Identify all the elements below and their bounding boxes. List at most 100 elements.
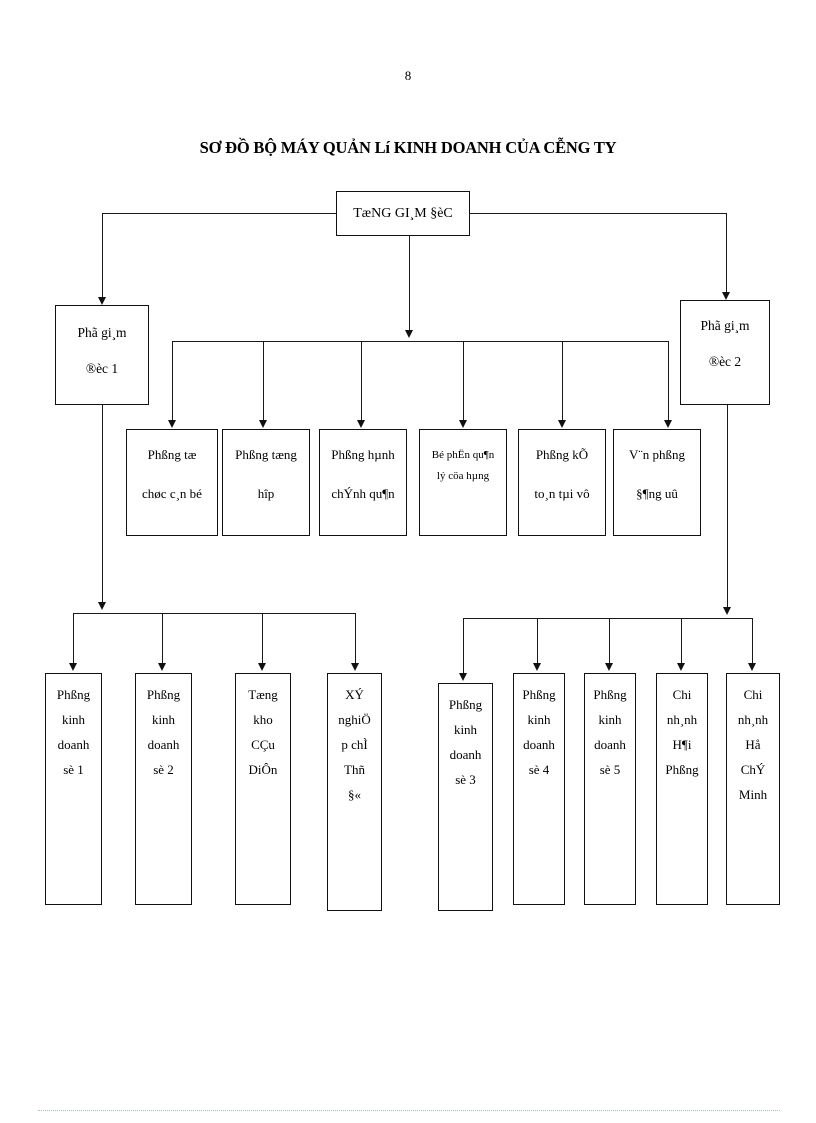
node-line: p chÌ: [341, 737, 368, 752]
node-pho-giam-doc-2[interactable]: Phã gi¸m ®èc 2: [680, 300, 770, 405]
node-bo-phan-quan-ly-cua-hang[interactable]: Bé phËn qu¶n lý cöa hµng: [419, 429, 507, 536]
department-bus: [172, 341, 669, 343]
edge-top-to-deputy2-horizontal: [469, 213, 727, 215]
node-line: Phßng: [593, 687, 627, 702]
units-right-bus: [463, 618, 752, 620]
node-label-group: Bé phËn qu¶n lý cöa hµng: [420, 450, 506, 492]
node-chi-nhanh-ho-chi-minh[interactable]: Chi nh¸nh Hå ChÝ Minh: [726, 673, 780, 905]
node-label-group: V¨n phßng §¶ng uû: [614, 448, 700, 500]
arrowhead-to-deputy1: [97, 297, 106, 305]
node-van-phong-dang-uy[interactable]: V¨n phßng §¶ng uû: [613, 429, 701, 536]
edge-deputy1-to-units-bus: [102, 405, 104, 605]
node-label-group: XÝ nghiÖ p chÌ Thñ §«: [328, 688, 381, 801]
node-label-group: Phßng kinh doanh sè 3: [439, 698, 492, 786]
node-label-group: Phßng tæng hîp: [223, 448, 309, 500]
node-phong-to-chuc-can-bo[interactable]: Phßng tæ chøc c¸n bé: [126, 429, 218, 536]
edge-bus-to-unit-r2: [537, 618, 539, 668]
node-phong-hanh-chinh-quan[interactable]: Phßng hµnh chÝnh qu¶n: [319, 429, 407, 536]
node-line: kho: [253, 712, 273, 727]
node-line: ChÝ: [740, 762, 766, 777]
node-line: Phßng hµnh: [331, 447, 395, 462]
node-label-group: TæNG GI¸M §èC: [337, 206, 469, 221]
node-label-group: Phßng kinh doanh sè 5: [585, 688, 635, 776]
arrowhead-to-dept5: [557, 420, 566, 428]
node-label-group: Phßng kinh doanh sè 4: [514, 688, 564, 776]
node-line: kinh: [527, 712, 551, 727]
node-line: kinh: [453, 722, 478, 737]
arrowhead-to-unit-l1: [68, 663, 77, 671]
arrowhead-to-dept4: [458, 420, 467, 428]
node-pho-giam-doc-1[interactable]: Phã gi¸m ®èc 1: [55, 305, 149, 405]
node-line: kinh: [151, 712, 176, 727]
edge-bus-to-unit-r4: [681, 618, 683, 668]
node-line: sè 3: [455, 772, 476, 787]
edge-bus-to-unit-r5: [752, 618, 754, 668]
node-line: ®èc 2: [708, 353, 742, 369]
node-line: Phßng tæ: [147, 447, 197, 462]
node-line: doanh: [523, 737, 555, 752]
node-phong-kinh-doanh-so-4[interactable]: Phßng kinh doanh sè 4: [513, 673, 565, 905]
node-line: Chi: [672, 687, 692, 702]
arrowhead-to-unit-r1: [458, 673, 467, 681]
node-line: §¶ng uû: [636, 486, 678, 501]
node-label-group: Chi nh¸nh H¶i Phßng: [657, 688, 707, 776]
edge-bus-to-unit-l4: [355, 613, 357, 668]
node-line: Phßng kÕ: [535, 447, 589, 462]
node-line: Chi: [743, 687, 763, 702]
node-line: Phßng: [146, 687, 181, 702]
arrowhead-to-unit-r4: [676, 663, 685, 671]
node-phong-kinh-doanh-so-5[interactable]: Phßng kinh doanh sè 5: [584, 673, 636, 905]
edge-bus-to-unit-l1: [73, 613, 75, 668]
arrowhead-to-unit-r3: [604, 663, 613, 671]
node-line: CÇu: [251, 737, 275, 752]
node-line: ®èc 1: [85, 360, 119, 376]
arrowhead-to-units-left-bus: [97, 602, 106, 610]
arrowhead-to-dept1: [167, 420, 176, 428]
node-line: nh¸nh: [737, 712, 769, 727]
edge-top-to-deputy1-horizontal: [102, 213, 337, 215]
node-line: chøc c¸n bé: [142, 486, 202, 501]
node-line: Phßng: [448, 697, 483, 712]
node-line: Phã gi¸m: [77, 325, 127, 340]
node-line: nghiÖ: [338, 712, 371, 727]
node-line: Phßng: [665, 762, 699, 777]
edge-bus-to-dept6: [668, 341, 670, 425]
node-phong-kinh-doanh-so-3[interactable]: Phßng kinh doanh sè 3: [438, 683, 493, 911]
node-line: to¸n tµi vô: [534, 486, 590, 501]
arrowhead-to-units-right-bus: [722, 607, 731, 615]
node-line: Phßng: [56, 687, 91, 702]
node-line: Phã gi¸m: [700, 318, 750, 333]
node-chi-nhanh-hai-phong[interactable]: Chi nh¸nh H¶i Phßng: [656, 673, 708, 905]
node-line: Phßng tæng: [235, 447, 297, 462]
edge-bus-to-unit-r3: [609, 618, 611, 668]
arrowhead-to-unit-l2: [157, 663, 166, 671]
node-line: Tæng: [248, 687, 278, 702]
node-line: doanh: [449, 747, 482, 762]
node-label-group: Phßng kinh doanh sè 2: [136, 688, 191, 776]
node-tong-giam-doc[interactable]: TæNG GI¸M §èC: [336, 191, 470, 236]
arrowhead-to-dept2: [258, 420, 267, 428]
node-line: Phßng: [522, 687, 556, 702]
node-phong-tong-hop[interactable]: Phßng tæng hîp: [222, 429, 310, 536]
node-xi-nghiep-che-thu-do[interactable]: XÝ nghiÖ p chÌ Thñ §«: [327, 673, 382, 911]
node-label-group: Phßng kÕ to¸n tµi vô: [519, 448, 605, 500]
node-line: §«: [348, 787, 361, 802]
edge-bus-to-unit-l3: [262, 613, 264, 668]
node-line: XÝ: [345, 687, 364, 702]
node-label-group: Phã gi¸m ®èc 2: [681, 319, 769, 368]
node-tong-kho-cau-dien[interactable]: Tæng kho CÇu DiÔn: [235, 673, 291, 905]
node-label-group: Phßng hµnh chÝnh qu¶n: [320, 448, 406, 500]
node-label-group: Phã gi¸m ®èc 1: [56, 326, 148, 375]
node-line: sè 5: [599, 762, 621, 777]
node-phong-ke-toan-tai-vu[interactable]: Phßng kÕ to¸n tµi vô: [518, 429, 606, 536]
node-line: Minh: [738, 787, 768, 802]
node-line: sè 2: [153, 762, 174, 777]
arrowhead-to-unit-l3: [257, 663, 266, 671]
node-phong-kinh-doanh-so-2[interactable]: Phßng kinh doanh sè 2: [135, 673, 192, 905]
node-line: Thñ: [344, 762, 365, 777]
edge-bus-to-dept5: [562, 341, 564, 425]
node-phong-kinh-doanh-so-1[interactable]: Phßng kinh doanh sè 1: [45, 673, 102, 905]
node-line: Bé phËn qu¶n: [431, 449, 495, 461]
edge-bus-to-dept4: [463, 341, 465, 425]
